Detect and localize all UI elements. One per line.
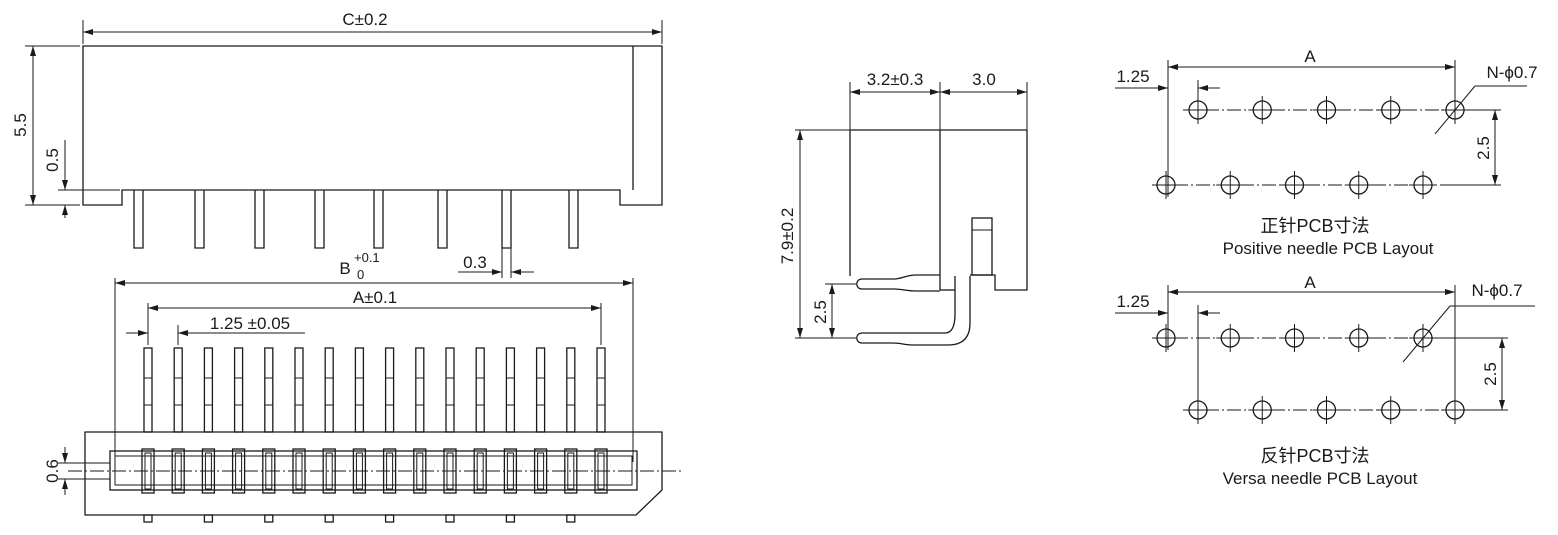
pin: [373, 190, 384, 249]
side-view: 3.2±0.3 3.0 7.9±0.2 2.5: [778, 70, 1028, 346]
top-view: B +0.1 0 A±0.1 1.25 ±0.05 0.6: [43, 250, 682, 523]
step-dimension-label: 0.5: [43, 148, 62, 172]
bottom-tab: [203, 514, 214, 523]
row-gap-dimension-label: 2.5: [1481, 362, 1500, 386]
positive-pcb-layout: A 1.25 N-ϕ0.7 2.5 正针PCB寸法 Positive needl…: [1115, 47, 1538, 258]
slot-dimension-label: 0.6: [43, 459, 62, 483]
housing-lower-tolerance: 0: [357, 267, 364, 282]
front-depth-dimension-label: 3.2±0.3: [867, 70, 924, 89]
pin: [133, 190, 144, 249]
hole-leader-line: [1402, 305, 1451, 363]
housing-outline: [82, 45, 663, 206]
bottom-tabs: [143, 514, 576, 523]
front-pins: [133, 190, 579, 249]
pin: [535, 347, 546, 433]
pin: [294, 347, 304, 433]
bottom-tab: [324, 514, 334, 523]
span-dimension-label: A: [1304, 47, 1316, 66]
bottom-tab: [143, 514, 153, 523]
bottom-tab: [384, 514, 395, 523]
pin: [475, 347, 485, 433]
span-dimension-label: A: [1304, 273, 1316, 292]
housing-upper-tolerance: +0.1: [354, 250, 380, 265]
holes: [1152, 324, 1469, 424]
pin: [264, 347, 274, 433]
pin: [568, 190, 579, 249]
height-dimension-label: 7.9±0.2: [778, 208, 797, 265]
pin-width-dimension-label: 0.3: [463, 253, 487, 272]
holes: [1152, 96, 1469, 199]
slot-outer: [109, 450, 638, 491]
rear-depth-dimension-label: 3.0: [972, 70, 996, 89]
upper-contact-pin: [856, 274, 940, 292]
pin: [324, 347, 334, 433]
pin: [445, 347, 455, 433]
bottom-tab: [505, 514, 516, 523]
offset-dimension-label: 1.25: [1116, 292, 1149, 311]
pin-offset-dimension-label: 2.5: [811, 300, 830, 324]
pin: [596, 347, 606, 433]
pin: [566, 347, 576, 433]
housing-dimension-label: B: [339, 259, 350, 278]
pin: [501, 190, 512, 249]
pin: [505, 347, 516, 433]
pin: [314, 190, 325, 249]
pin: [384, 347, 395, 433]
bottom-tab: [264, 514, 274, 523]
housing-outline: [84, 431, 663, 516]
pin: [254, 190, 265, 249]
pin: [415, 347, 425, 433]
bottom-tab: [566, 514, 576, 523]
pitch-dimension-label: 1.25 ±0.05: [210, 314, 290, 333]
pin: [194, 190, 205, 249]
hole-leader-line: [1434, 85, 1476, 135]
layout-title-cn: 反针PCB寸法: [1260, 446, 1369, 466]
hole-dimension-label: N-ϕ0.7: [1471, 281, 1522, 300]
pin: [233, 347, 244, 433]
layout-title-en: Positive needle PCB Layout: [1223, 239, 1434, 258]
layout-title-en: Versa needle PCB Layout: [1223, 469, 1418, 488]
pin: [437, 190, 448, 249]
pin: [203, 347, 214, 433]
lower-bent-pin: [856, 276, 971, 346]
contact-inner: [567, 452, 575, 490]
offset-dimension-label: 1.25: [1116, 67, 1149, 86]
row-gap-dimension-label: 2.5: [1474, 136, 1493, 160]
bottom-tab: [445, 514, 455, 523]
pin: [173, 347, 183, 433]
pin: [354, 347, 365, 433]
width-dimension-label: C±0.2: [342, 10, 387, 29]
pin-row-dimension-label: A±0.1: [353, 288, 397, 307]
hole-dimension-label: N-ϕ0.7: [1486, 63, 1537, 82]
latch-post: [971, 217, 993, 276]
top-pins: [143, 347, 606, 433]
height-dimension-label: 5.5: [11, 113, 30, 137]
pin: [143, 347, 153, 433]
layout-title-cn: 正针PCB寸法: [1260, 216, 1369, 236]
versa-pcb-layout: A 1.25 N-ϕ0.7 2.5 反针PCB寸法 Versa needle P…: [1115, 273, 1535, 488]
housing-rear-outline: [970, 130, 1028, 291]
front-view: C±0.2 5.5 0.5 0.3: [11, 10, 663, 278]
